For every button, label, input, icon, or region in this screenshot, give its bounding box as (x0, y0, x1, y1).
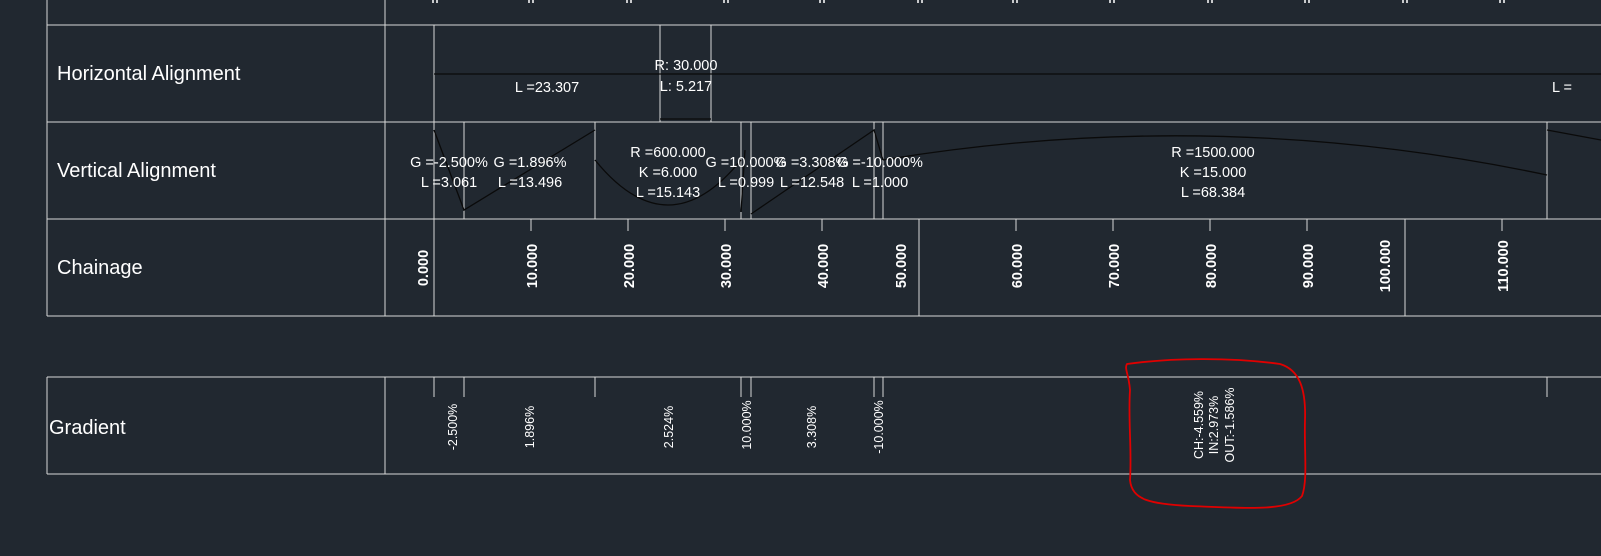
row-label-horizontal-alignment: Horizontal Alignment (57, 63, 241, 85)
va-grade: G =1.896% (494, 155, 567, 171)
ha-curve-length: L: 5.217 (660, 79, 712, 95)
chainage-label: 30.000 (719, 244, 735, 288)
va-grade: G =3.308% (776, 155, 849, 171)
chainage-label: 80.000 (1204, 244, 1220, 288)
ha-tangent-length-2: L = (1552, 80, 1572, 96)
chainage-label: 10.000 (525, 244, 541, 288)
va-grade: G =-10.000% (837, 155, 923, 171)
row-label-chainage: Chainage (57, 257, 143, 279)
red-annotation-circle (1125, 358, 1307, 509)
row-label-vertical-alignment: Vertical Alignment (57, 160, 216, 182)
ha-tangent-length: L =23.307 (515, 80, 579, 96)
va-curve-k: K =6.000 (639, 165, 697, 181)
chainage-label: 100.000 (1378, 240, 1394, 292)
gradient-in-label: IN:2.973% (1207, 396, 1221, 454)
ha-curve-radius: R: 30.000 (655, 58, 718, 74)
table-grid (46, 0, 1601, 475)
va-grade: G =10.000% (705, 155, 786, 171)
top-row-markers (432, 0, 1505, 3)
va-curve-radius: R =1500.000 (1171, 145, 1254, 161)
chainage-label: 90.000 (1301, 244, 1317, 288)
gradient-label: 2.524% (662, 406, 676, 448)
gradient-change-label: CH:-4.559% (1192, 391, 1206, 459)
row-label-gradient: Gradient (49, 417, 126, 439)
gradient-label: -10.000% (872, 400, 886, 454)
gradient-label: -2.500% (446, 404, 460, 451)
chainage-label: 50.000 (894, 244, 910, 288)
va-length: L =3.061 (421, 175, 477, 191)
va-length: L =13.496 (498, 175, 562, 191)
gradient-out-label: OUT:-1.586% (1223, 387, 1237, 462)
chainage-label: 40.000 (816, 244, 832, 288)
va-curve-length: L =68.384 (1181, 185, 1245, 201)
gradient-labels: -2.500% 1.896% 2.524% 10.000% 3.308% -10… (446, 387, 1237, 462)
chainage-label: 0.000 (416, 250, 432, 286)
chainage-labels: 0.000 10.000 20.000 30.000 40.000 50.000… (416, 240, 1512, 292)
gradient-label: 10.000% (740, 400, 754, 449)
chainage-label: 60.000 (1010, 244, 1026, 288)
gradient-label: 3.308% (805, 406, 819, 448)
vertical-alignment-labels: G =-2.500% L =3.061 G =1.896% L =13.496 … (410, 145, 1255, 201)
va-length: L =1.000 (852, 175, 908, 191)
va-curve-length: L =15.143 (636, 185, 700, 201)
va-curve-radius: R =600.000 (630, 145, 705, 161)
va-length: L =12.548 (780, 175, 844, 191)
chainage-label: 70.000 (1107, 244, 1123, 288)
va-length: L =0.999 (718, 175, 774, 191)
chainage-label: 110.000 (1496, 240, 1512, 292)
chainage-label: 20.000 (622, 244, 638, 288)
alignment-linework (433, 73, 1601, 215)
gradient-label: 1.896% (523, 406, 537, 448)
va-grade: G =-2.500% (410, 155, 488, 171)
va-curve-k: K =15.000 (1180, 165, 1247, 181)
